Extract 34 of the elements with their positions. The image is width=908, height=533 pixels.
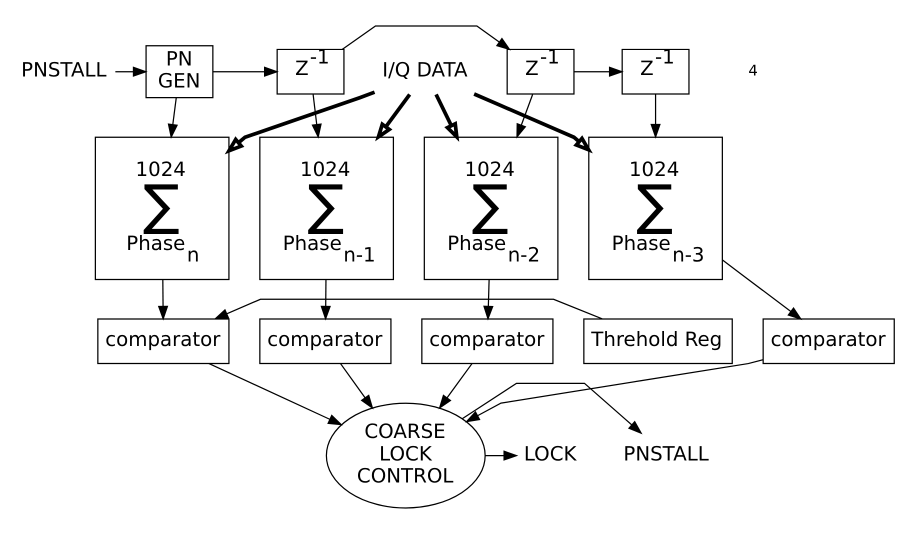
arrow: [168, 97, 178, 138]
arrow: [312, 94, 322, 138]
node-box: comparator: [421, 318, 554, 364]
arrow: [483, 279, 494, 320]
arrow: [375, 92, 412, 141]
arrow: [320, 279, 331, 320]
arrow: [473, 92, 593, 153]
node-box: comparator: [762, 318, 895, 364]
arrow: [342, 24, 511, 50]
arrow: [224, 90, 376, 154]
arrow: [464, 358, 764, 422]
arrow: [462, 382, 643, 434]
arrow: [438, 362, 473, 409]
label: 4: [748, 62, 758, 80]
arrow: [158, 279, 168, 320]
arrow: [485, 450, 518, 460]
arrow: [208, 362, 343, 425]
node-box: PN GEN: [145, 44, 214, 98]
arrow: [213, 66, 279, 76]
node-box: comparator: [259, 318, 392, 364]
arrow: [214, 298, 602, 320]
arrow: [574, 66, 624, 76]
node-box: comparator: [97, 318, 230, 364]
arrow: [722, 259, 802, 320]
arrow: [650, 94, 661, 138]
node-text: I/Q DATA: [382, 58, 468, 81]
node-box: Threhold Reg: [583, 318, 733, 364]
arrow: [516, 94, 534, 138]
node-text: LOCK: [524, 442, 577, 465]
arrow: [434, 93, 460, 142]
node-text: PNSTALL: [623, 442, 709, 465]
node-text: PNSTALL: [21, 58, 107, 81]
arrow: [115, 66, 148, 76]
arrow: [340, 362, 374, 409]
